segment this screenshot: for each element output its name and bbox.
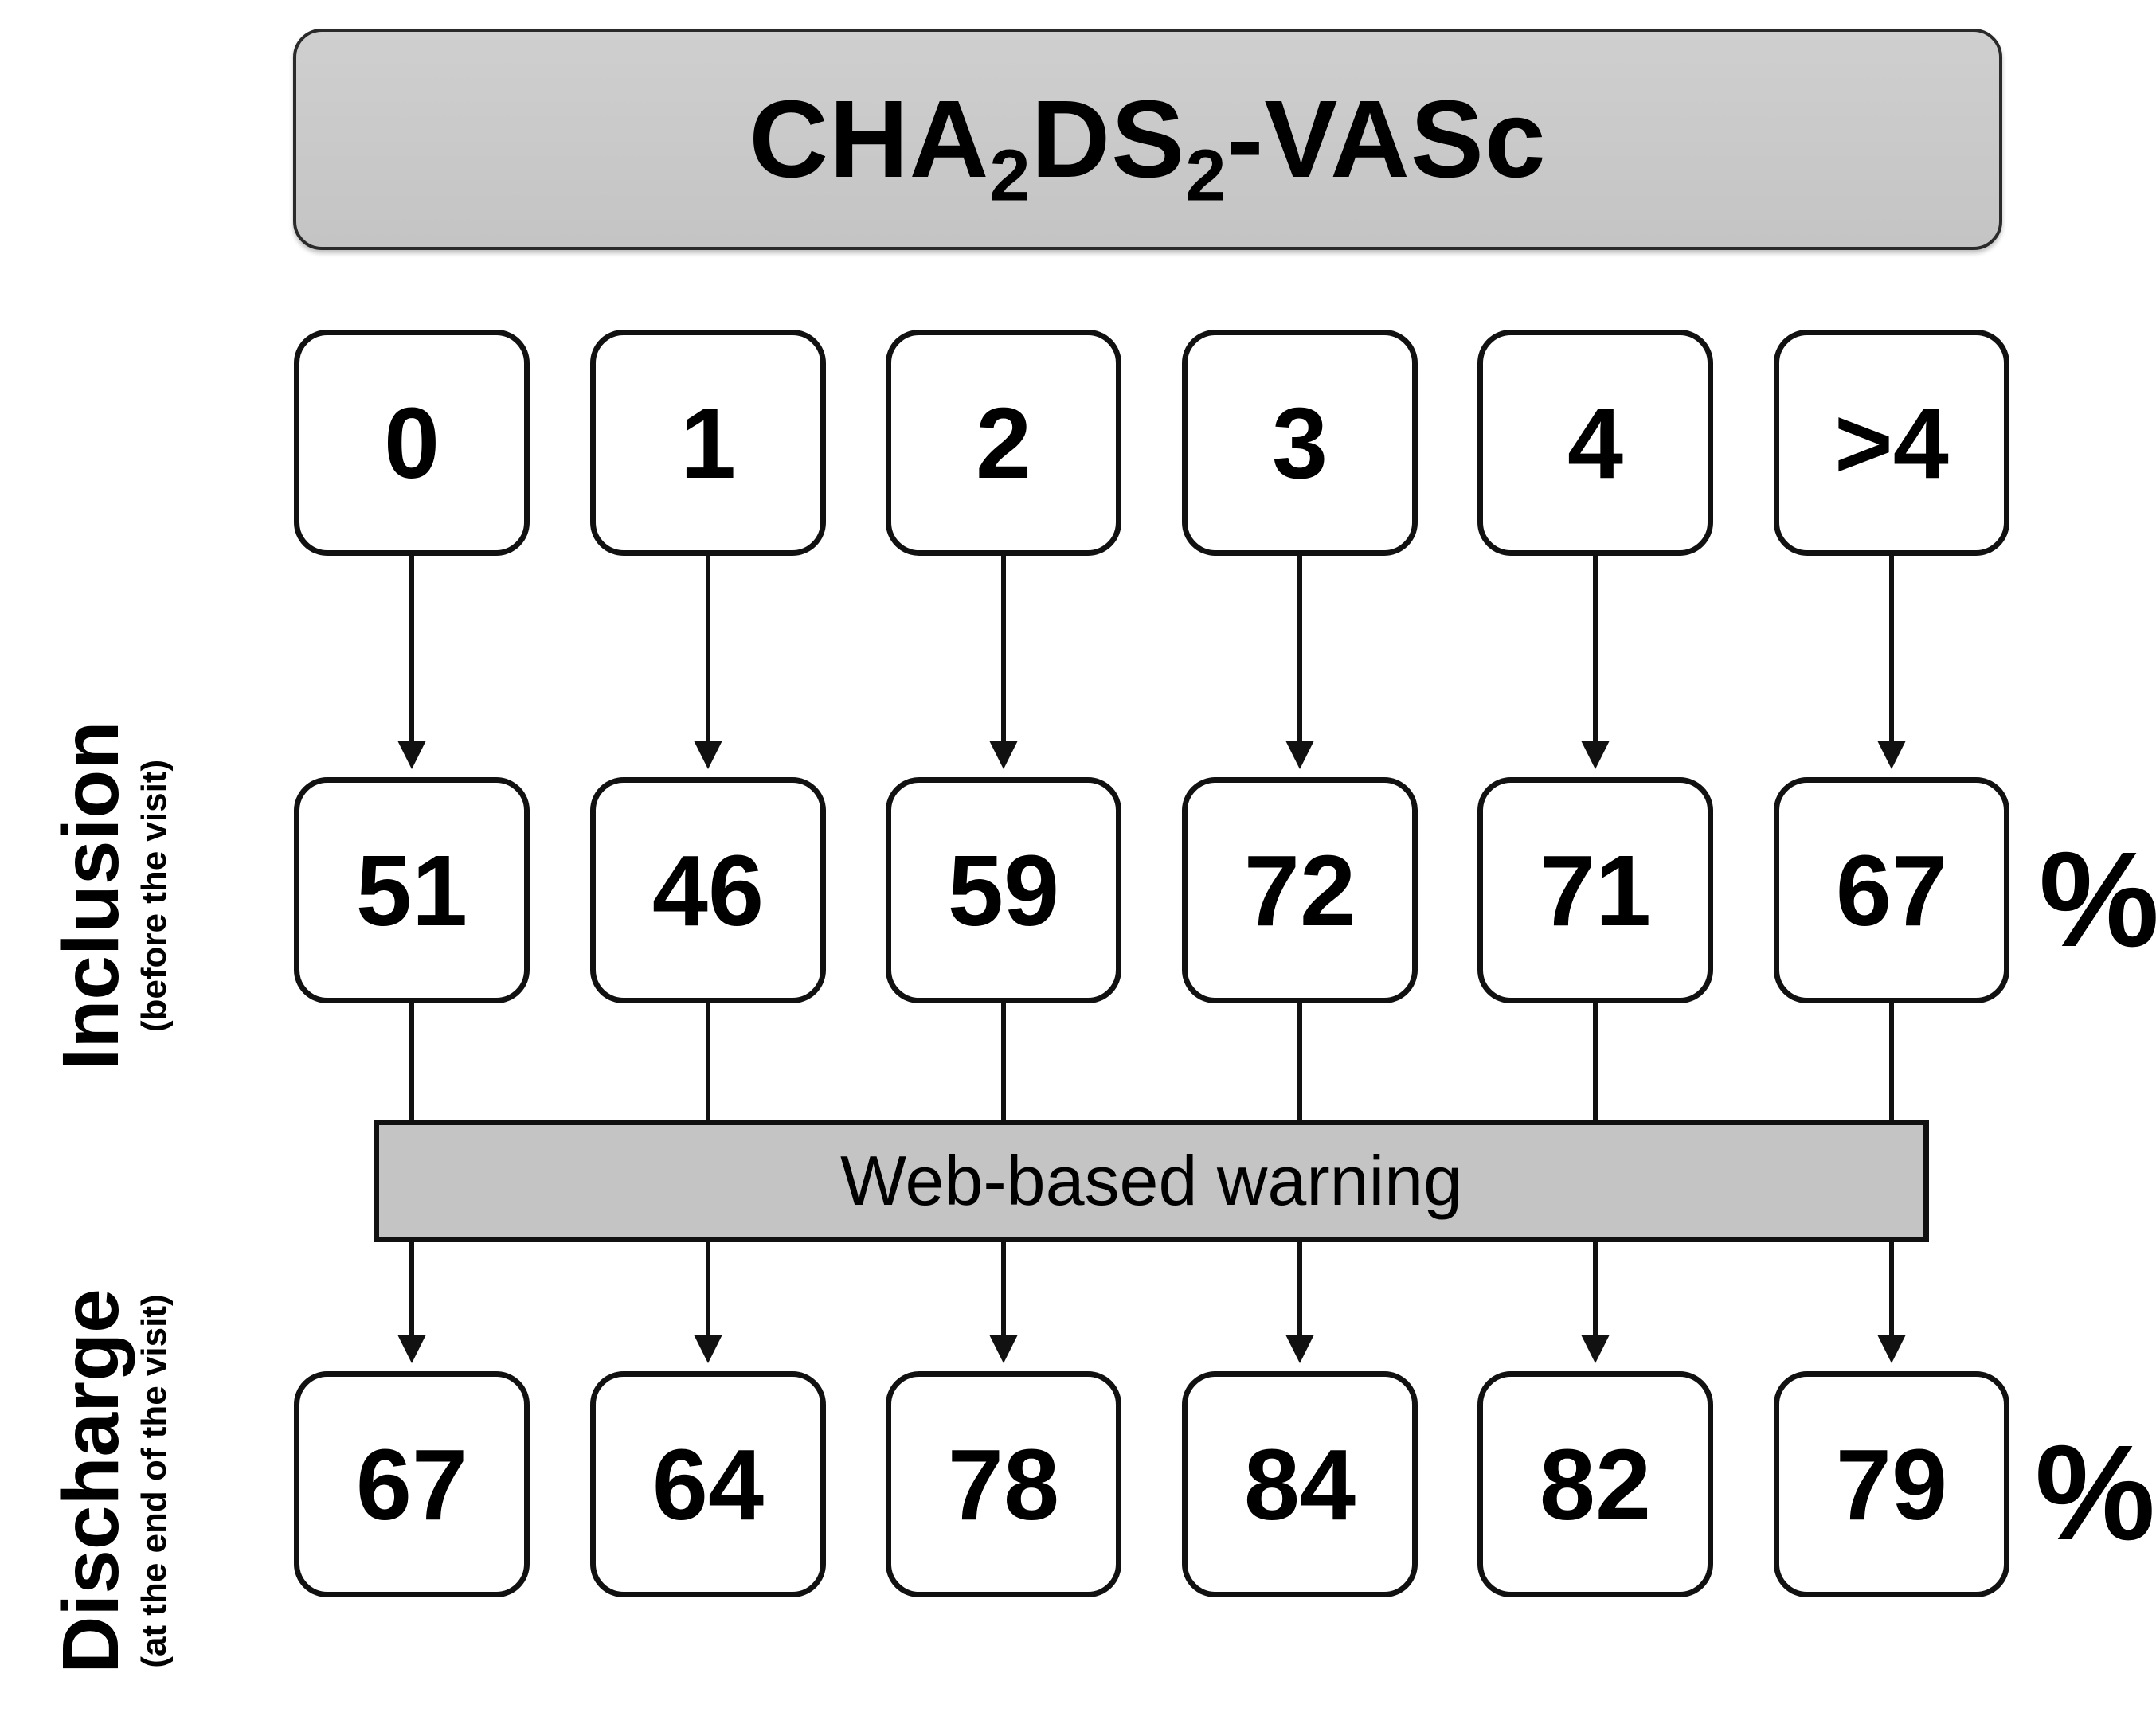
score-box-gt4: >4 (1774, 330, 2009, 556)
inclusion-sublabel: (before the visit) (135, 759, 174, 1033)
title: CHA2DS2-VASc (749, 78, 1547, 217)
discharge-value: 82 (1539, 1428, 1652, 1541)
discharge-box-3: 84 (1182, 1371, 1418, 1597)
inclusion-value: 71 (1539, 834, 1652, 947)
discharge-value: 79 (1835, 1428, 1948, 1541)
score-label: 3 (1271, 386, 1328, 499)
discharge-box-4: 82 (1477, 1371, 1713, 1597)
inclusion-box-3: 72 (1182, 777, 1418, 1003)
discharge-value: 78 (947, 1428, 1060, 1541)
discharge-label: Discharge (46, 1288, 135, 1674)
score-label: >4 (1834, 386, 1949, 499)
inclusion-box-gt4: 67 (1774, 777, 2009, 1003)
discharge-sublabel: (at the end of the visit) (135, 1294, 174, 1668)
discharge-box-gt4: 79 (1774, 1371, 2009, 1597)
inclusion-value: 46 (651, 834, 765, 947)
web-based-warning-bar: Web-based warning (374, 1120, 1929, 1242)
inclusion-box-0: 51 (294, 777, 530, 1003)
discharge-box-0: 67 (294, 1371, 530, 1597)
discharge-side-label: Discharge (at the end of the visit) (46, 1242, 210, 1720)
inclusion-box-1: 46 (590, 777, 826, 1003)
inclusion-box-4: 71 (1477, 777, 1713, 1003)
score-label: 1 (679, 386, 737, 499)
title-box: CHA2DS2-VASc (293, 29, 2002, 250)
discharge-box-1: 64 (590, 1371, 826, 1597)
warning-label: Web-based warning (839, 1141, 1463, 1220)
inclusion-label: Inclusion (46, 721, 135, 1071)
inclusion-unit: % (2039, 824, 2156, 975)
score-label: 0 (383, 386, 440, 499)
score-box-3: 3 (1182, 330, 1418, 556)
inclusion-value: 59 (947, 834, 1060, 947)
score-box-4: 4 (1477, 330, 1713, 556)
inclusion-value: 51 (355, 834, 468, 947)
score-box-1: 1 (590, 330, 826, 556)
score-label: 2 (975, 386, 1032, 499)
inclusion-side-label: Inclusion (before the visit) (46, 697, 210, 1095)
discharge-unit: % (2035, 1417, 2156, 1569)
inclusion-value: 67 (1835, 834, 1948, 947)
discharge-value: 67 (355, 1428, 468, 1541)
discharge-value: 64 (651, 1428, 765, 1541)
inclusion-box-2: 59 (886, 777, 1121, 1003)
discharge-value: 84 (1243, 1428, 1356, 1541)
inclusion-value: 72 (1243, 834, 1356, 947)
score-box-2: 2 (886, 330, 1121, 556)
score-box-0: 0 (294, 330, 530, 556)
discharge-box-2: 78 (886, 1371, 1121, 1597)
score-label: 4 (1567, 386, 1624, 499)
